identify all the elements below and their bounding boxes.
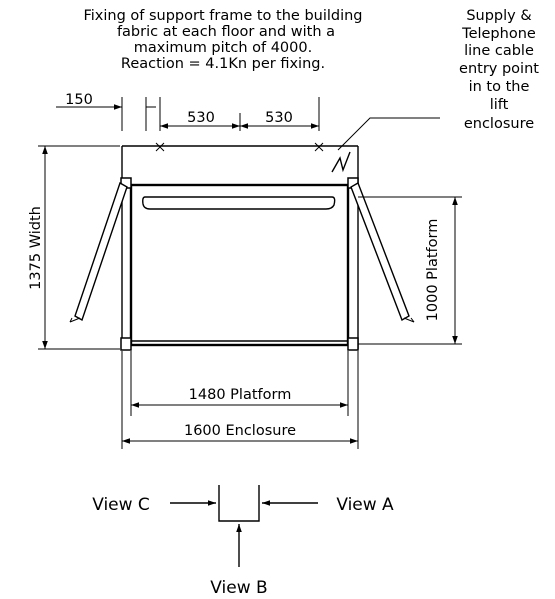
dim-enclosure-width-label: 1600 Enclosure <box>184 423 296 439</box>
dim-width-label: 1375 Width <box>28 206 44 290</box>
supply-note-line-5: in to the <box>469 79 530 95</box>
enclosure-width-dimension: 1600 Enclosure <box>121 351 359 449</box>
handrail <box>142 196 336 210</box>
dim-platform-width-label: 1480 Platform <box>189 387 292 403</box>
supply-note-line-3: line cable <box>464 43 534 59</box>
supply-note-line-2: Telephone <box>461 26 536 42</box>
cable-entry-symbol <box>331 151 351 173</box>
supply-note-line-6: lift <box>490 97 509 113</box>
platform-width-dimension: 1480 Platform <box>130 351 349 416</box>
supply-note-line-7: enclosure <box>464 116 534 132</box>
supply-note-line-4: entry point <box>459 61 539 77</box>
fixing-note-line-1: Fixing of support frame to the building <box>83 8 362 24</box>
post-bottom-right <box>347 337 359 351</box>
post-bottom-left <box>120 337 132 351</box>
right-gate <box>350 181 415 323</box>
fixing-note-line-4: Reaction = 4.1Kn per fixing. <box>121 56 325 72</box>
view-b-label: View B <box>210 578 267 598</box>
view-key-symbol <box>218 485 260 522</box>
fixing-note-line-2: fabric at each floor and with a <box>117 24 335 40</box>
dim-depth-label: 1000 Platform <box>425 219 441 322</box>
width-dimension: 1375 Width <box>28 145 120 350</box>
supply-leader-line <box>337 117 440 151</box>
fixing-point-left <box>155 142 165 152</box>
dim-530-left-label: 530 <box>187 110 215 126</box>
view-a-label: View A <box>336 495 394 515</box>
platform-depth-dimension: 1000 Platform <box>358 196 462 345</box>
fixing-note: Fixing of support frame to the building … <box>83 8 362 72</box>
view-key: View C View A View B <box>92 485 394 598</box>
fixing-point-right <box>314 142 324 152</box>
supply-note-line-1: Supply & <box>466 8 531 24</box>
fixing-note-line-3: maximum pitch of 4000. <box>134 40 312 56</box>
enclosure <box>69 142 415 351</box>
left-gate <box>69 181 128 323</box>
top-dimensions: 150 530 530 <box>56 92 320 131</box>
dim-530-right-label: 530 <box>265 110 293 126</box>
view-c-label: View C <box>92 495 150 515</box>
lift-platform <box>129 183 350 347</box>
dim-150-label: 150 <box>65 92 93 108</box>
supply-note: Supply & Telephone line cable entry poin… <box>459 8 539 132</box>
